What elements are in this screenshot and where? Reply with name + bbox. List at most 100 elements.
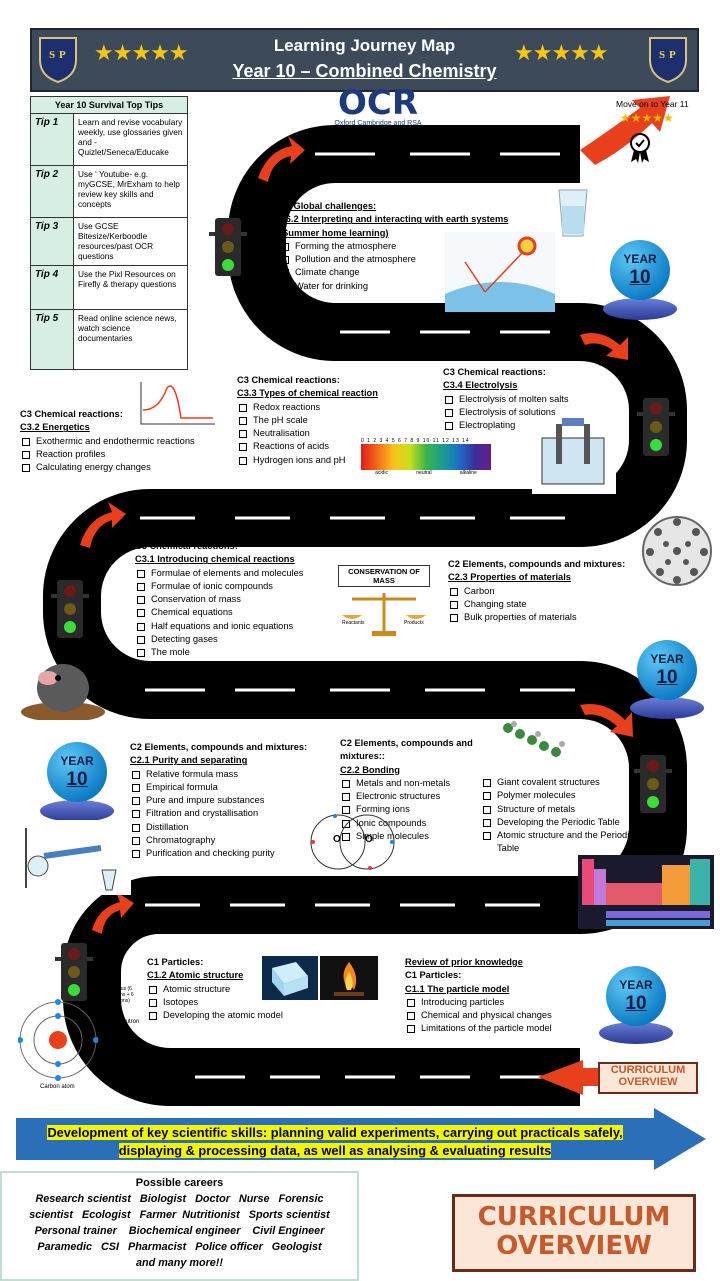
badge-pedestal [599,1022,673,1044]
ph-alkaline-label: alkaline [459,470,477,476]
balance-scale-icon [342,593,426,636]
topic-item: Bulk properties of materials [448,611,638,624]
topic-item: Isotopes [147,996,287,1009]
c23-topic-box: C2 Elements, compounds and mixtures: C2.… [448,558,638,624]
topic-subheading: C2.2 Bonding [340,764,400,775]
topic-item: Detecting gases [135,633,335,646]
topic-subheading: C6.2 Interpreting and interacting with e… [279,214,509,238]
tip-label: Tip 4 [30,265,74,310]
review-label: Review of prior knowledge [405,957,523,967]
topic-item: Atomic structure and the Periodic Table [481,829,641,856]
covalent-bond-icon [310,814,395,870]
tips-title: Year 10 Survival Top Tips [30,96,188,114]
badge-year: YEAR [619,978,653,992]
topic-heading: C1 Particles: [147,957,204,967]
topic-item: Climate change [279,266,549,279]
topic-item: Simple molecules [340,830,486,843]
topic-item: Neutralisation [237,427,437,440]
badge-pedestal [603,298,677,320]
ocr-logo-text: OCR [337,83,419,123]
topic-item: Electrolysis of solutions [443,406,618,419]
c12-topic-box: C1 Particles: C1.2 Atomic structure Atom… [147,956,287,1022]
atom-model-icon [18,999,98,1081]
topic-item: Reactions of acids [237,440,437,453]
topic-item: Calculating energy changes [20,461,210,474]
svg-text:P: P [669,49,676,61]
topic-item: Formulae of ionic compounds [135,580,335,593]
topic-heading: C3 Chemical reactions: [237,375,340,385]
topic-item: Limitations of the particle model [405,1022,595,1035]
tip-label: Tip 3 [30,217,74,266]
topic-item: Reaction profiles [20,448,210,461]
badge-year: YEAR [650,652,684,666]
c32-topic-box: C3 Chemical reactions: C3.2 Energetics E… [20,408,210,474]
oxygen-atom-label: O [365,834,373,845]
tip-text: Read online science news, watch science … [73,309,188,370]
conservation-label: CONSERVATION OF MASS [338,565,430,587]
electron-label: Electron [118,1052,141,1058]
topic-item: Developing the Periodic Table [481,816,641,829]
curriculum-overview-button[interactable]: CURRICULUM OVERVIEW [452,1194,696,1272]
badge-pedestal [630,697,704,719]
tip-text: Use GCSE Bitesize/Kerboodle resources/pa… [73,217,188,266]
topic-item: Carbon [448,585,638,598]
header-stars-left: ★★★★★ [94,40,189,65]
move-on-stars: ★★★★★ [620,111,674,125]
topic-item: Purification and checking purity [130,847,335,860]
topic-subheading: C2.1 Purity and separating [130,755,248,766]
topic-item: Mole calculations [135,660,335,673]
curriculum-overview-link[interactable]: CURRICULUM OVERVIEW [598,1062,698,1094]
oxygen-bond-diagram: O O [305,812,400,872]
topic-item: Pollution and the atmosphere [279,253,549,266]
badge-number: 10 [656,667,678,688]
topic-item: Distillation [130,821,335,834]
topic-item: Introducing particles [405,996,595,1009]
svg-text:S: S [49,49,55,61]
campfire-icon [320,956,378,1000]
skills-banner-label: Development of key scientific skills: pl… [47,1125,623,1158]
c11-topic-box: Review of prior knowledge C1 Particles: … [405,956,595,1036]
nucleus-label: Nucleus (6 Protons + 6 Neutrons) [108,986,134,1004]
c34-topic-box: C3 Chemical reactions: C3.4 Electrolysis… [443,366,618,432]
proton-label: Proton [118,1036,136,1042]
ph-numbers: 0 1 2 3 4 5 6 7 8 9 10 11 12 13 14 [361,438,470,444]
award-rosette-icon [630,133,650,163]
topic-subheading: C3.1 Introducing chemical reactions [135,554,295,565]
careers-line: scientist Ecologist Farmer Nutritionist … [29,1209,330,1221]
topic-heading: C2 Elements, compounds and mixtures:: [340,738,473,762]
careers-box: Possible careers Research scientist Biol… [0,1171,359,1281]
topic-subheading: C3.4 Electrolysis [443,380,518,391]
header-stars-right: ★★★★★ [514,40,609,65]
c22-topic-box-continued: Giant covalent structures Polymer molecu… [481,776,641,856]
greenhouse-diagram-icon [445,232,555,312]
distillation-apparatus-icon [6,820,131,895]
energy-profile-graph-icon [140,382,215,425]
topic-item: Chemical equations [135,606,335,619]
page-title: Learning Journey Map [273,36,456,55]
traffic-light-icon [634,755,672,813]
topic-item: Electroplating [443,419,618,432]
reactants-label: Reactants [342,620,365,626]
topic-heading: C3 Chemical reactions: [443,367,546,377]
c21-topic-box: C2 Elements, compounds and mixtures: C2.… [130,741,335,861]
c31-topic-box: C3 Chemical reactions: C3.1 Introducing … [135,540,335,673]
topic-heading: C1 Particles: [405,970,462,981]
topic-heading: C6 Global challenges: [279,201,377,211]
topic-subheading: C3.2 Energetics [20,422,90,433]
topic-item: Forming the atmosphere [279,240,549,253]
oxygen-atom-label: O [333,834,341,845]
topic-item: Half equations and ionic equations [135,620,335,633]
ph-neutral-label: neutral [416,470,432,476]
topic-item: Polymer molecules [481,789,641,802]
conservation-of-mass-image: CONSERVATION OF MASS [338,565,430,636]
topic-item: Conservation of mass [135,593,335,606]
c22-topic-box: C2 Elements, compounds and mixtures:: C2… [340,737,486,843]
topic-heading: C3 Chemical reactions: [20,409,123,419]
careers-line: Personal trainer Biochemical engineer Ci… [34,1225,325,1237]
careers-line: and many more!! [136,1257,223,1269]
